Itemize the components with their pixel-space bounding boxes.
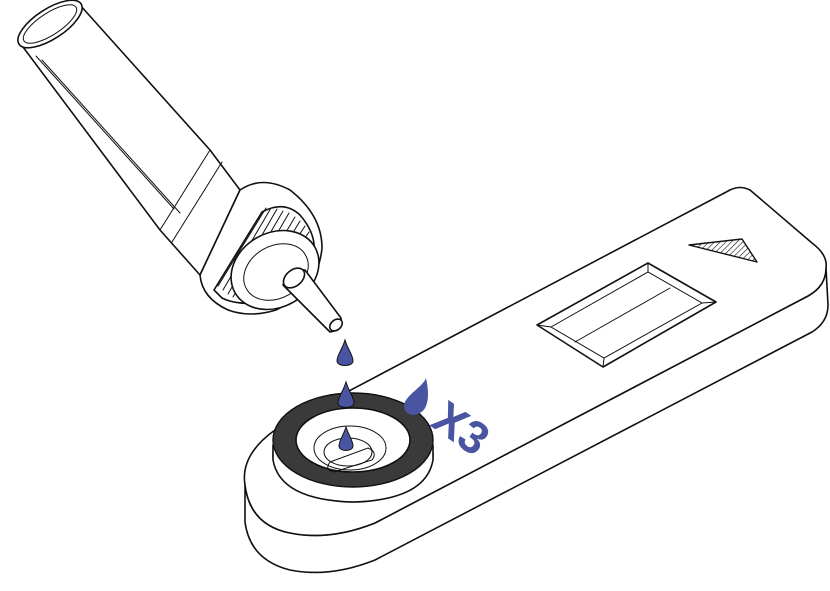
drop-icon xyxy=(338,382,354,408)
dropper-bottle xyxy=(11,0,345,333)
drop-icon xyxy=(337,340,353,366)
dropper-tube xyxy=(11,0,240,275)
test-cassette: X3 xyxy=(244,188,828,573)
